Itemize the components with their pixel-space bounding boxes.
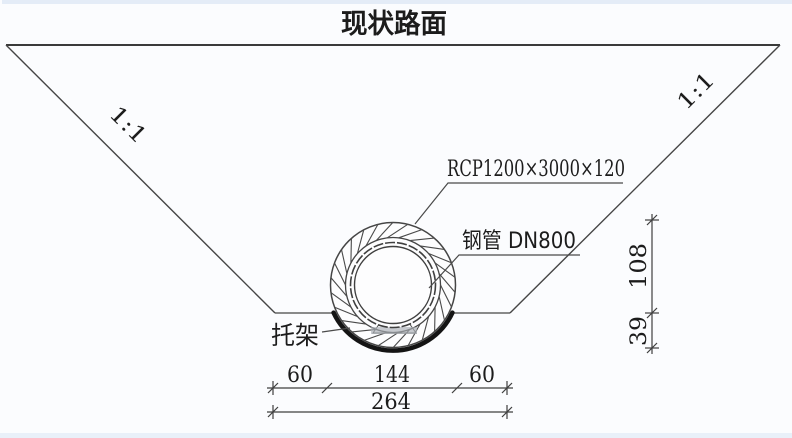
support-pad-shading — [371, 327, 417, 334]
bottom-dimension-segments — [267, 381, 513, 395]
dim-bottom-left-value: 60 — [287, 363, 313, 388]
hatch-mark — [350, 238, 352, 263]
dim-tick — [451, 382, 463, 394]
hatch-mark — [409, 237, 435, 242]
hatch-mark — [377, 331, 400, 347]
steel-pipe-label: 钢管 DN800 — [462, 229, 576, 254]
bottom-edge-tint — [0, 433, 792, 438]
right-dimension — [645, 214, 659, 354]
hatch-mark — [356, 229, 365, 254]
rcp-label: RCP1200×3000×120 — [447, 157, 625, 182]
hatch-mark — [330, 292, 352, 308]
hatch-mark — [334, 262, 346, 286]
hatch-mark — [340, 249, 348, 274]
hatch-mark — [398, 229, 423, 239]
pipe-assembly — [329, 221, 457, 349]
left-slope-line — [5, 44, 276, 314]
rcp-hatch-lines — [330, 222, 456, 348]
hatch-mark — [365, 224, 379, 247]
bracket-label-group: 托架 — [271, 321, 351, 350]
hatch-mark — [386, 223, 409, 239]
dim-bottom-middle-value: 144 — [374, 363, 410, 388]
hatch-mark — [407, 323, 421, 346]
drawing-title: 现状路面 — [341, 8, 447, 40]
hatch-mark — [334, 306, 358, 318]
dim-bottom-right-value: 60 — [469, 363, 495, 388]
bracket-label: 托架 — [271, 321, 319, 350]
hatch-mark — [419, 245, 445, 250]
right-slope-line — [509, 44, 781, 314]
steel-pipe-inner-circle — [353, 245, 433, 325]
hatch-mark — [375, 222, 394, 241]
steel-pipe-label-group: 钢管 DN800 — [428, 229, 580, 289]
bracket-support-arc — [331, 310, 455, 353]
steel-pipe-leader-line — [428, 254, 580, 289]
dim-right-lower-value: 39 — [627, 316, 652, 346]
bottom-dimension-total — [267, 405, 513, 419]
hatch-mark — [434, 307, 436, 332]
hatch-mark — [438, 273, 456, 293]
hatch-mark — [330, 277, 348, 297]
hatch-mark — [428, 252, 452, 264]
bracket-leader-line — [321, 327, 351, 333]
hatch-mark — [440, 284, 452, 308]
dim-right-upper-value: 108 — [627, 243, 652, 289]
rcp-label-group: RCP1200×3000×120 — [414, 157, 625, 225]
dim-bottom-total-value: 264 — [371, 390, 411, 415]
hatch-mark — [438, 296, 446, 321]
hatch-mark — [421, 316, 430, 341]
dim-tick — [321, 382, 333, 394]
hatch-mark — [341, 320, 367, 325]
rcp-leader-line — [414, 182, 623, 225]
top-edge-tint — [2, 0, 792, 4]
